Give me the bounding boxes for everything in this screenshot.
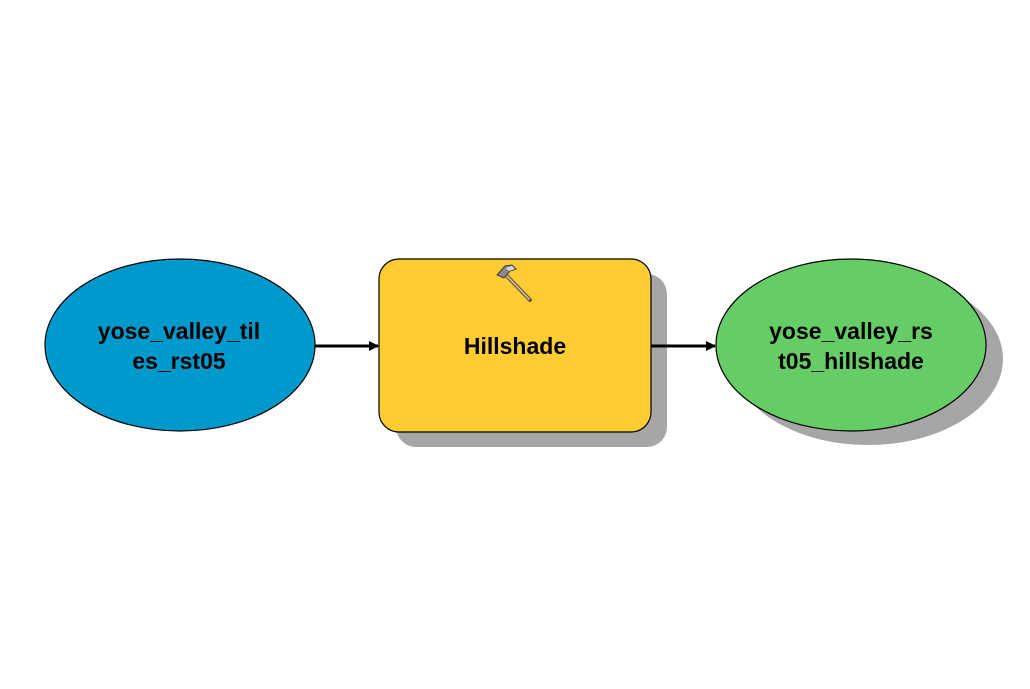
input-data-ellipse [44, 258, 316, 432]
input-data-label-line1: yose_valley_til [98, 318, 260, 344]
hammer-icon [496, 264, 532, 302]
output-data-ellipse [715, 258, 987, 432]
tool-node[interactable]: Hillshade [378, 258, 652, 433]
input-data-label-line2: es_rst05 [132, 348, 226, 374]
input-data-node[interactable]: yose_valley_til es_rst05 [44, 258, 316, 432]
output-data-node[interactable]: yose_valley_rs t05_hillshade [715, 258, 987, 432]
output-data-label-line2: t05_hillshade [778, 348, 924, 374]
output-data-label-line1: yose_valley_rs [769, 318, 933, 344]
tool-label: Hillshade [464, 333, 566, 359]
